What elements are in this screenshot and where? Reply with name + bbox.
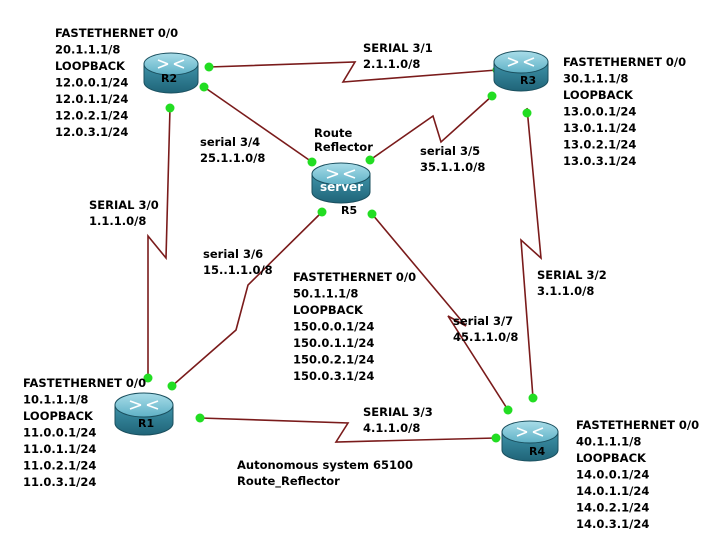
- port-dot: [143, 373, 153, 383]
- link-label-r2-r5: serial 3/4 25.1.1.0/8: [200, 135, 265, 165]
- port-dot: [522, 108, 532, 118]
- port-dot: [491, 433, 501, 443]
- port-dot: [487, 91, 497, 101]
- router-label: R2: [161, 72, 177, 85]
- port-dot: [367, 209, 377, 219]
- router-label: R1: [138, 417, 154, 430]
- rr-role-label: Route Reflector: [314, 126, 373, 154]
- link-label-r3-r5: serial 3/5 35.1.1.0/8: [420, 144, 485, 174]
- port-dot: [528, 393, 538, 403]
- r4-interface-block: FASTETHERNET 0/0 40.1.1.1/8 LOOPBACK 14.…: [576, 418, 703, 531]
- port-dot: [317, 207, 327, 217]
- port-dot: [199, 82, 209, 92]
- router-label: R4: [529, 445, 545, 458]
- diagram-caption: Autonomous system 65100 Route_Reflector: [237, 458, 417, 489]
- server-label: server: [320, 180, 363, 194]
- r2-interface-block: FASTETHERNET 0/0 20.1.1.1/8 LOOPBACK 12.…: [55, 26, 182, 139]
- port-dot: [503, 405, 513, 415]
- router-r2[interactable]: R2: [143, 52, 199, 94]
- link-r1-r4[interactable]: [199, 417, 497, 443]
- router-r3[interactable]: R3: [493, 50, 549, 92]
- r1-interface-block: FASTETHERNET 0/0 10.1.1.1/8 LOOPBACK 11.…: [23, 376, 150, 489]
- link-label-r4-r5: serial 3/7 45.1.1.0/8: [453, 314, 518, 344]
- router-r4[interactable]: R4: [501, 420, 559, 462]
- router-r5-server[interactable]: server R5: [311, 162, 371, 217]
- link-r2-r5[interactable]: [203, 86, 313, 163]
- link-r1-r5[interactable]: [171, 211, 323, 387]
- links: [147, 61, 542, 443]
- port-dot: [165, 103, 175, 113]
- router-label: R3: [520, 74, 536, 87]
- link-r3-r4[interactable]: [520, 107, 542, 399]
- port-dot: [195, 413, 205, 423]
- router-label: R5: [341, 204, 357, 217]
- link-r2-r1[interactable]: [147, 107, 171, 378]
- router-top: [114, 392, 174, 418]
- router-r1[interactable]: R1: [114, 392, 174, 436]
- link-label-r1-r5: serial 3/6 15..1.1.0/8: [203, 247, 273, 277]
- link-r2-r3[interactable]: [208, 61, 498, 83]
- link-r4-r5[interactable]: [371, 213, 509, 411]
- link-label-r2-r1: SERIAL 3/0 1.1.1.0/8: [89, 198, 163, 228]
- port-dot: [365, 155, 375, 165]
- port-dot: [204, 62, 214, 72]
- router-top: [501, 420, 559, 444]
- link-r3-r5[interactable]: [369, 95, 493, 161]
- link-label-r1-r4: SERIAL 3/3 4.1.1.0/8: [363, 405, 437, 435]
- router-top: [493, 50, 549, 74]
- r5-interface-block: FASTETHERNET 0/0 50.1.1.1/8 LOOPBACK 150…: [293, 270, 420, 383]
- router-top: [311, 162, 371, 186]
- link-label-r3-r4: SERIAL 3/2 3.1.1.0/8: [537, 268, 611, 298]
- port-dot: [167, 381, 177, 391]
- port-dot: [307, 157, 317, 167]
- router-top: [143, 52, 199, 76]
- r3-interface-block: FASTETHERNET 0/0 30.1.1.1/8 LOOPBACK 13.…: [563, 55, 690, 168]
- link-label-r2-r3: SERIAL 3/1 2.1.1.0/8: [363, 41, 437, 71]
